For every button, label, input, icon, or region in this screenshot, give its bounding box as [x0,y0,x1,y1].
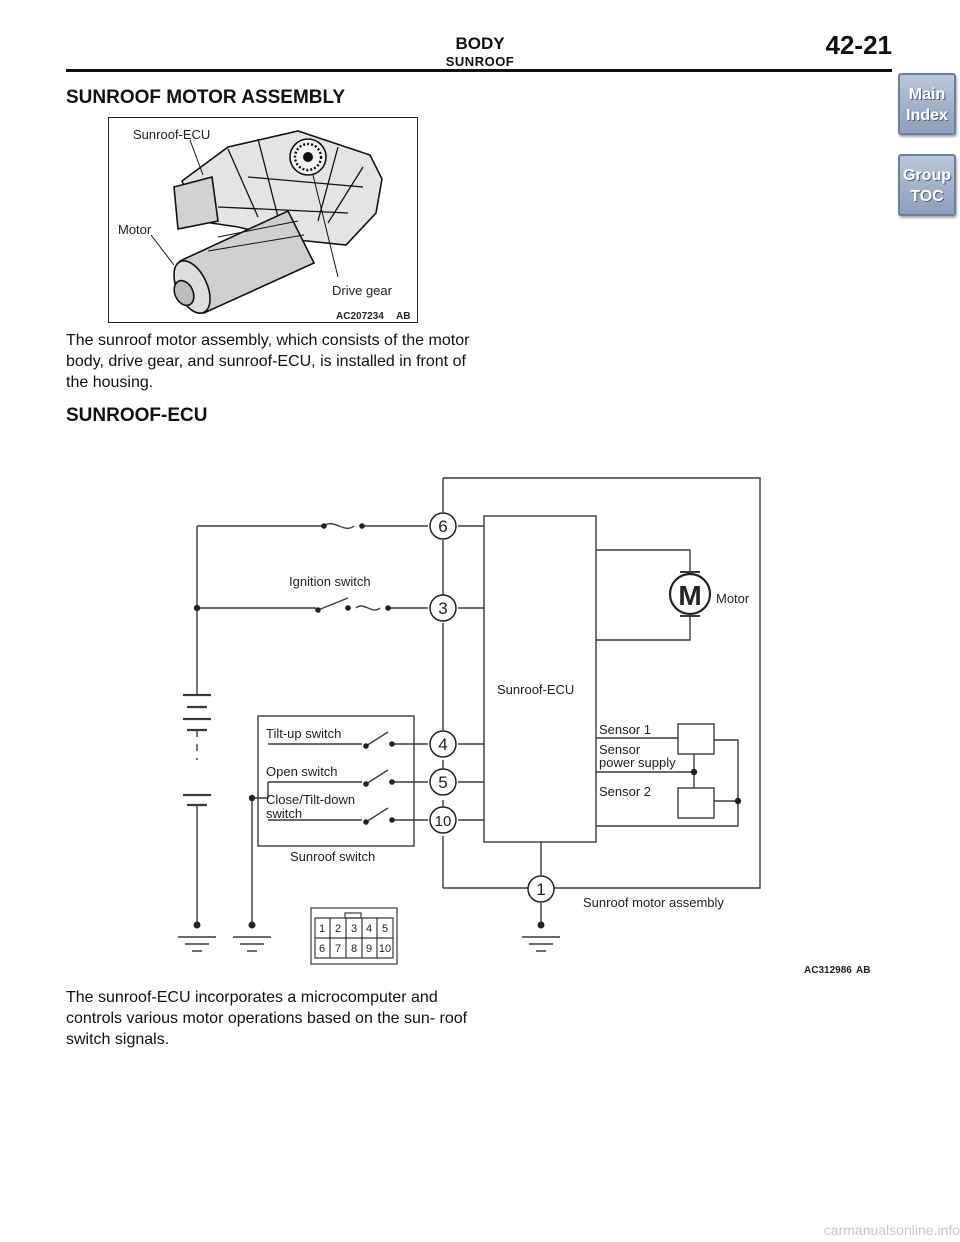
pin-6-label: 6 [438,517,447,536]
footer-watermark: carmanualsonline.info [823,1222,960,1238]
figure-rev-motor-assembly: AB [396,311,410,322]
motor-assembly-figure: Sunroof-ECU Motor Drive gear AC207234 AB [108,117,418,323]
label-ecu-diagram: Sunroof-ECU [497,682,574,697]
connector-pin-2: 2 [335,923,341,935]
connector-pin-10: 10 [379,943,391,955]
pin-1-label: 1 [536,880,545,899]
motor-body-shape [173,209,316,315]
label-open-switch: Open switch [266,764,338,779]
label-drive-gear: Drive gear [332,283,393,298]
header-title: BODY [455,34,505,53]
pin-3-label: 3 [438,599,447,618]
sensor-2-box [677,787,715,819]
label-ignition-switch: Ignition switch [289,574,371,589]
connector-pin-4: 4 [366,923,372,935]
header-subtitle: SUNROOF [445,54,515,69]
drive-gear-shape [289,138,327,176]
figure-id-ecu-diagram: AC312986 [804,965,852,976]
label-motor: Motor [118,222,152,237]
motor-assembly-outline [443,477,761,889]
ecu-box [483,515,597,843]
label-sensor-1: Sensor 1 [599,722,651,737]
label-motor-diagram: Motor [716,591,750,606]
group-toc-label-line2: TOC [910,188,944,205]
connector-pin-7: 7 [335,943,341,955]
connector-face [310,907,398,965]
main-index-label-line2: Index [906,107,948,124]
paragraph-motor-assembly: The sunroof motor assembly, which consis… [66,332,470,391]
sunroof-switch-box [257,715,415,847]
main-index-label-line1: Main [908,86,946,103]
connector-pin-5: 5 [382,923,388,935]
motor-m-glyph: M [678,580,701,611]
connector-pin-3: 3 [351,923,357,935]
pin-5-label: 5 [438,773,447,792]
label-close-switch-line1: Close/Tilt-down [266,792,355,807]
label-sunroof-switch: Sunroof switch [290,849,375,864]
section-heading-motor-assembly: SUNROOF MOTOR ASSEMBLY [66,87,346,108]
label-sunroof-motor-assembly: Sunroof motor assembly [583,895,724,910]
pin-10-label: 10 [435,813,452,830]
label-tilt-up-switch: Tilt-up switch [266,726,341,741]
header-rule [66,69,892,72]
pin-4-label: 4 [438,735,447,754]
page-number: 42-21 [825,30,893,60]
paragraph-sunroof-ecu: The sunroof-ECU incorporates a microcomp… [66,989,468,1048]
connector-pin-8: 8 [351,943,357,955]
label-sensor-power-line1: Sensor [599,742,641,757]
connector-pin-1: 1 [319,923,325,935]
label-close-switch-line2: switch [266,806,302,821]
sensor-1-box [677,723,715,755]
section-heading-sunroof-ecu: SUNROOF-ECU [66,405,208,426]
group-toc-label-line1: Group [903,167,951,184]
sunroof-ecu-wiring-diagram: M 6 3 4 5 10 1 Ignition switch Motor Sun… [178,477,870,976]
main-index-button[interactable]: Main Index [898,73,956,135]
figure-id-motor-assembly: AC207234 [336,311,384,322]
group-toc-button[interactable]: Group TOC [898,154,956,216]
motor-symbol: M [668,571,712,617]
connector-pin-6: 6 [319,943,325,955]
connector-pin-9: 9 [366,943,372,955]
label-sunroof-ecu: Sunroof-ECU [133,127,210,142]
label-sensor-2: Sensor 2 [599,784,651,799]
label-sensor-power-line2: power supply [599,755,676,770]
figure-rev-ecu-diagram: AB [856,965,870,976]
